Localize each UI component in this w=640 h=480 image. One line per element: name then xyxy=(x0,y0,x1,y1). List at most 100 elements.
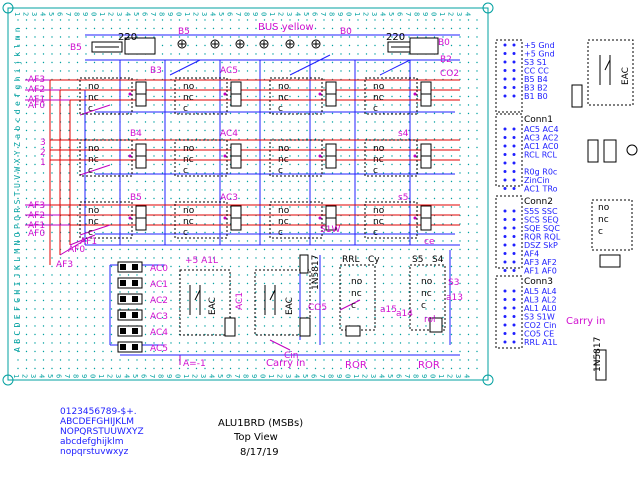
relay-outline xyxy=(364,77,418,115)
connector-title: Conn1 xyxy=(524,115,553,125)
connector-pin-label: RCL RCL xyxy=(524,151,557,160)
edge-letter-left: g xyxy=(13,85,22,90)
connector-pin-label: AL3 AL2 xyxy=(524,296,557,305)
edge-number-bottom: 5 xyxy=(386,374,394,378)
edge-number-top: 6 xyxy=(141,12,149,16)
connector-pin-label: +5 Gnd xyxy=(524,50,555,59)
edge-number-top: 8 xyxy=(413,12,421,16)
a-minus-1-label: A=-1 xyxy=(183,359,206,369)
ac-switch-label: AC2 xyxy=(150,296,168,306)
connector-pin-label: ZinCin xyxy=(524,176,550,185)
connector-pin xyxy=(503,252,507,255)
relay-c-label: c xyxy=(88,104,93,114)
edge-letter-left: I xyxy=(13,281,22,286)
connector-pin-label: SCS SEQ xyxy=(524,216,559,225)
relay-outline xyxy=(269,77,323,115)
edge-number-top: 8 xyxy=(158,12,166,16)
connector-pin xyxy=(503,77,507,81)
connector-pin xyxy=(512,170,516,173)
connector-pin xyxy=(503,340,507,344)
connector-pin xyxy=(512,243,516,247)
edge-number-top: 0 xyxy=(345,12,353,16)
ac-switch-body xyxy=(117,325,143,337)
carry-in-label: Carry in xyxy=(266,358,305,369)
ac-switch-body xyxy=(117,341,143,353)
connector-pin xyxy=(503,187,507,190)
right-carry-in-label: Carry in xyxy=(566,316,605,327)
diode-label: 1N5817 xyxy=(311,255,321,290)
edge-number-top: 9 xyxy=(421,12,429,16)
edge-number-bottom: 5 xyxy=(46,374,54,378)
relay-pin xyxy=(223,216,227,220)
row-label-ac5: AC5 xyxy=(220,66,238,76)
connector-pin xyxy=(503,289,507,293)
relay-c-label: c xyxy=(88,228,93,238)
left-af-labels: AF3 AF2 AF1 AF0 3 2 1 AF3 AF2 AF1 AF0 AF… xyxy=(28,75,97,270)
edge-number-bottom: 5 xyxy=(301,374,309,378)
relay-grid: nonccnonccnonccnonccnonccnonccnonccnoncc… xyxy=(79,77,432,239)
relay-nc-label: nc xyxy=(88,93,99,103)
relay-no-label: no xyxy=(373,144,385,154)
a14-label: a14 xyxy=(396,309,413,319)
edge-number-bottom: 9 xyxy=(80,374,88,378)
led-mark xyxy=(212,41,218,47)
edge-letter-left: d xyxy=(13,109,22,114)
relay-pin xyxy=(318,92,322,96)
relay-no-label: no xyxy=(183,82,195,92)
edge-number-top: 4 xyxy=(209,12,217,16)
ac-switch-label: AC0 xyxy=(150,264,168,274)
relay-outline xyxy=(79,77,133,115)
edge-number-top: 4 xyxy=(294,12,302,16)
relay-nc-label: nc xyxy=(183,155,194,165)
edge-number-top: 3 xyxy=(370,12,378,16)
relay-pin xyxy=(128,154,132,158)
right-relay-no-label: no xyxy=(598,203,610,213)
connector-pin-label: CO2 Cin xyxy=(524,321,556,330)
s1w-label: S1W xyxy=(320,225,340,235)
edge-number-top: 7 xyxy=(319,12,327,16)
co5-label: CO5 xyxy=(308,303,327,313)
edge-letter-left: T xyxy=(13,191,22,196)
ac-switch-toggle xyxy=(132,312,138,318)
led-mark xyxy=(313,41,319,47)
relay-c-label: c xyxy=(278,228,283,238)
ac-switch: AC0 xyxy=(117,261,168,274)
connector-pin xyxy=(503,52,507,55)
led-mark xyxy=(261,41,267,47)
edge-letter-left: B xyxy=(13,339,22,344)
connector-pin xyxy=(512,209,516,213)
ac1-label: AC1 xyxy=(235,292,245,310)
edge-letter-left: K xyxy=(13,265,22,270)
connector-pin xyxy=(503,170,507,173)
edge-number-top: 9 xyxy=(251,12,259,16)
connector-pin-label: AL5 AL4 xyxy=(524,287,557,296)
relay-pin xyxy=(223,154,227,158)
edge-number-top: 1 xyxy=(268,12,276,16)
ac-switch-toggle xyxy=(120,264,126,270)
edge-letter-left: G xyxy=(13,298,22,303)
rrl-label: RRL xyxy=(342,255,360,265)
connector-pin xyxy=(503,260,507,264)
edge-number-bottom: 1 xyxy=(182,374,190,378)
edge-number-bottom: 0 xyxy=(259,374,267,378)
edge-letter-left: j xyxy=(13,60,22,65)
connector-pin xyxy=(503,94,507,98)
connector-pin xyxy=(512,187,516,190)
wiring xyxy=(25,34,460,365)
edge-letter-left: n xyxy=(13,27,22,32)
edge-number-bottom: 7 xyxy=(233,374,241,378)
edge-number-bottom: 0 xyxy=(429,374,437,378)
edge-letter-left: X xyxy=(13,158,22,163)
led-mark xyxy=(237,41,243,47)
edge-number-top: 6 xyxy=(56,12,64,16)
edge-number-bottom: 8 xyxy=(157,374,165,378)
edge-number-bottom: 1 xyxy=(97,374,105,378)
